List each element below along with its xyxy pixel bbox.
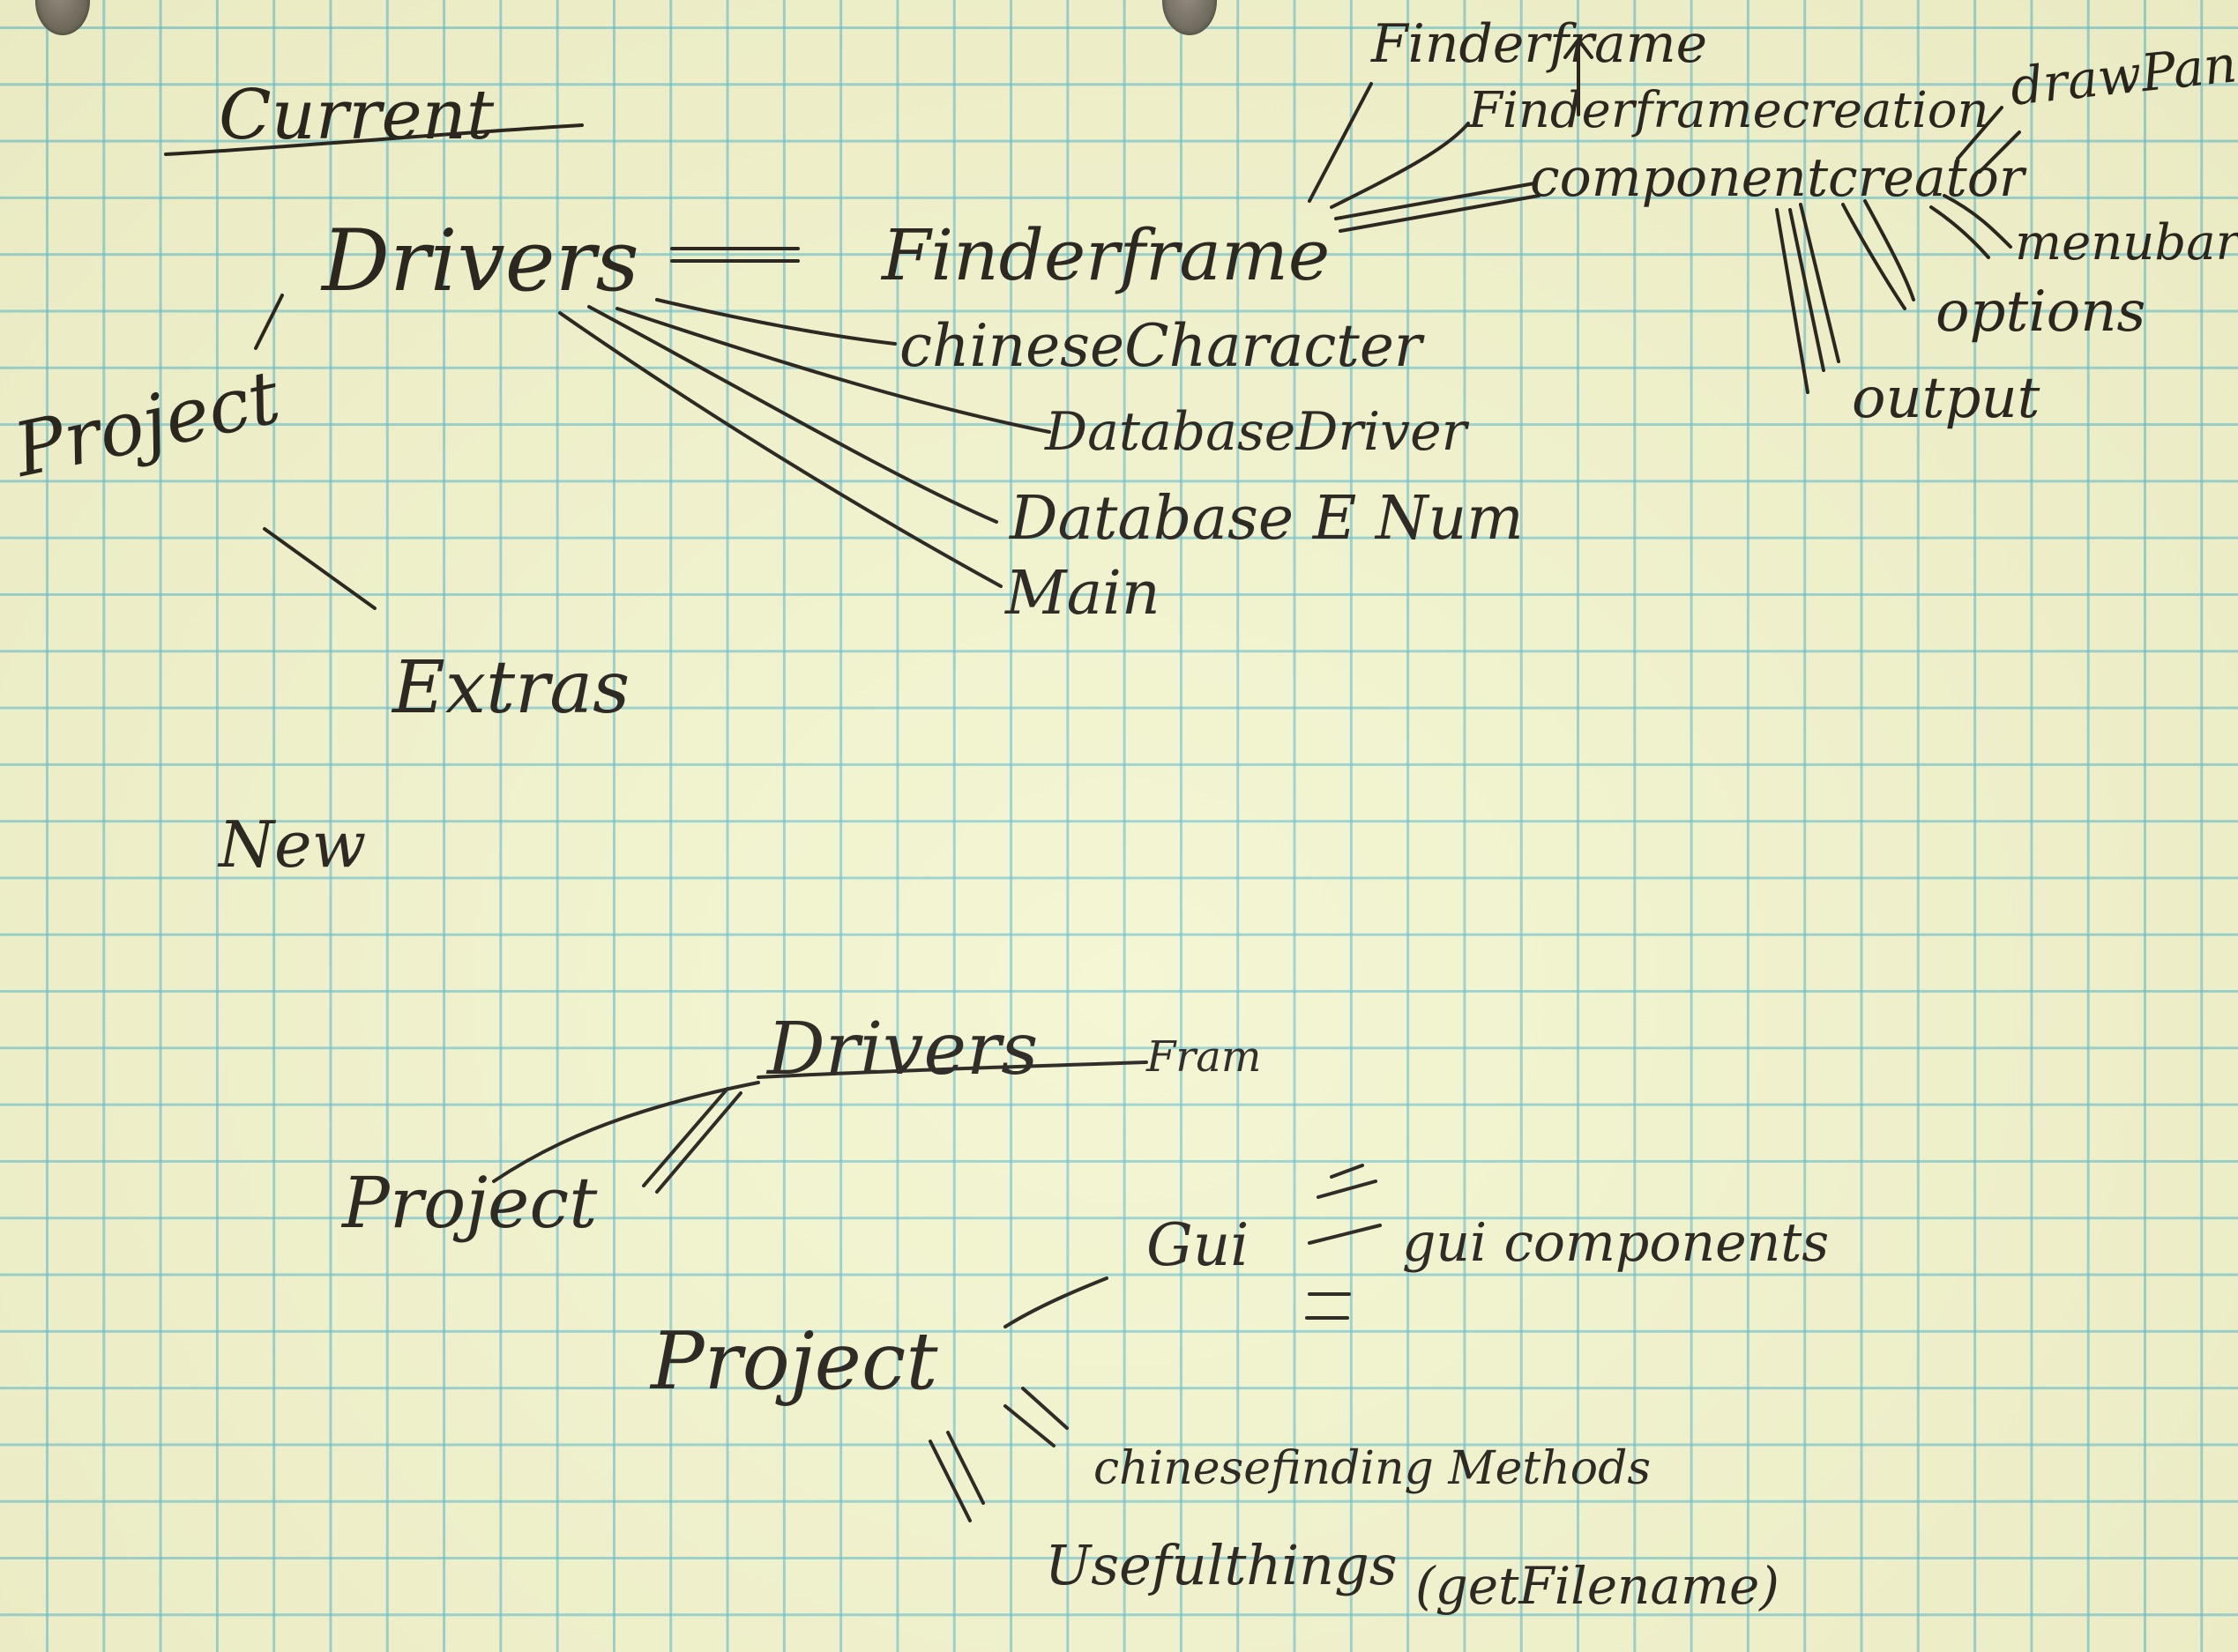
drivers-child-main: Main: [1005, 559, 1160, 629]
current-heading-underline: [164, 123, 584, 156]
edge-drivers-chinesecharacter: [655, 298, 897, 346]
drivers-child-databaseenum: Database E Num: [1010, 484, 1524, 554]
edge-gui-components-a: [1308, 1224, 1382, 1245]
edge-project-chinesefinding-a: [1003, 1404, 1056, 1447]
edge-finderframe-componentcreator-b: [1339, 194, 1540, 233]
edge-finderframe-finderframe: [1308, 82, 1373, 203]
edge-project-drivers: [254, 294, 284, 350]
edge-new-double-a: [642, 1087, 729, 1187]
new-lower-gui-components: gui components: [1402, 1212, 1830, 1274]
current-drivers-node: Drivers: [322, 212, 639, 310]
new-lower-getfilename-note: (getFilename): [1415, 1556, 1779, 1616]
edge-cc-output-c: [1799, 203, 1840, 363]
cc-child-output: output: [1852, 366, 2040, 431]
finderframe-child-finderframe: Finderframe: [1371, 13, 1708, 75]
finderframe-node: Finderframe: [882, 214, 1331, 296]
edge-drivers-databasedriver: [615, 307, 1051, 434]
edge-project-chinesefinding-b: [1021, 1387, 1069, 1430]
drivers-child-databasedriver: DatabaseDriver: [1045, 401, 1467, 463]
edge-new-project-gui: [1003, 1276, 1108, 1328]
drivers-strikethrough: [757, 1060, 1148, 1079]
edge-cc-drawpanel-a: [1956, 106, 2003, 160]
new-upper-drivers-node: Drivers: [767, 1008, 1039, 1091]
edge-cc-options-a: [1841, 203, 1906, 310]
new-heading: New: [219, 807, 367, 882]
new-lower-gui-node: Gui: [1146, 1211, 1250, 1279]
edge-new-project-drivers: [492, 1081, 760, 1183]
new-lower-project-node: Project: [651, 1315, 938, 1408]
edge-gui-components-c: [1330, 1164, 1364, 1179]
arrow-head: [1563, 36, 1593, 59]
edge-gui-components-b: [1317, 1179, 1377, 1199]
edge-project-usefulthings-b: [946, 1431, 985, 1505]
edge-cc-menubar-a: [1943, 194, 2012, 249]
current-heading: Current: [219, 76, 495, 155]
new-upper-fram-label: Fram: [1146, 1032, 1262, 1082]
drivers-child-chinesecharacter: chineseCharacter: [899, 312, 1422, 380]
edge-cc-drawpanel-b: [1978, 130, 2021, 174]
new-lower-usefulthings: Usefulthings: [1045, 1533, 1398, 1597]
current-extras-node: Extras: [392, 646, 630, 730]
finderframe-child-creation: Finderframecreation: [1468, 82, 1989, 139]
edge-drivers-main: [558, 311, 1003, 588]
edge-new-double-b: [655, 1091, 742, 1194]
cc-child-menubar: menubar: [2015, 214, 2238, 272]
edge-finderframe-finderframecreation: [1330, 122, 1470, 209]
edge-finderframe-componentcreator-a: [1334, 182, 1536, 220]
edge-cc-output-b: [1788, 208, 1825, 372]
edge-cc-options-b: [1863, 199, 1915, 301]
edge-project-usefulthings-a: [929, 1440, 972, 1522]
new-upper-project-node: Project: [342, 1162, 598, 1244]
edge-cc-menubar-b: [1929, 205, 1990, 259]
edge-project-extras: [263, 527, 377, 610]
new-lower-chinesefinding: chinesefinding Methods: [1093, 1442, 1652, 1495]
finderframe-child-componentcreator: componentcreator: [1530, 147, 2025, 209]
edge-cc-output-a: [1775, 208, 1809, 394]
cc-child-options: options: [1936, 279, 2146, 345]
edge-drivers-databaseenum: [587, 305, 998, 524]
